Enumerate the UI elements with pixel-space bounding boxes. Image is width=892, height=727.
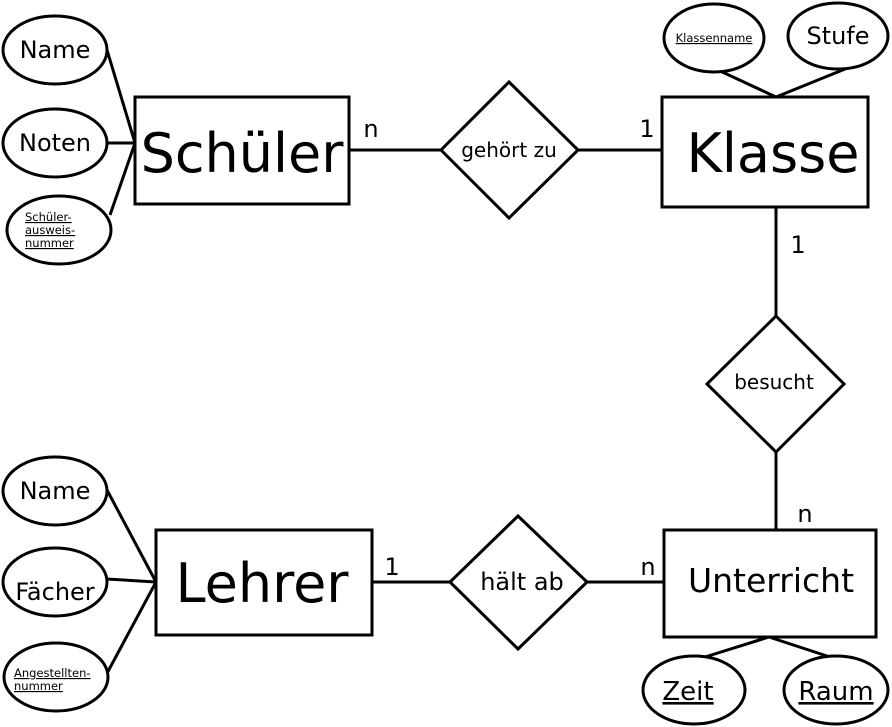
attribute-schueler-name: Name <box>1 14 109 86</box>
cardinality-klasse-gehoert: 1 <box>639 115 654 143</box>
attribute-schueler-noten-label: Noten <box>19 129 91 157</box>
attribute-raum: Raum <box>782 654 890 726</box>
attribute-angestelltennummer: Angestellten- nummer <box>2 641 110 713</box>
entity-schueler: Schüler <box>133 95 351 206</box>
attribute-angestelltennummer-line2: nummer <box>14 679 63 693</box>
attribute-schueler-ausweisnummer-line2: ausweis- <box>25 223 75 237</box>
cardinality-schueler-gehoert: n <box>363 115 378 143</box>
connector-unterricht-raum <box>768 635 831 659</box>
attribute-faecher: Fächer <box>1 546 109 618</box>
attribute-lehrer-name-label: Name <box>20 477 91 505</box>
attribute-schueler-name-label: Name <box>20 36 91 64</box>
connectors <box>103 49 851 678</box>
attribute-schueler-ausweisnummer-line1: Schüler- <box>25 210 72 224</box>
entity-lehrer: Lehrer <box>154 528 374 637</box>
connector-klasse-stufe <box>775 65 851 99</box>
attribute-angestelltennummer-line1: Angestellten- <box>14 666 91 680</box>
entity-lehrer-label: Lehrer <box>175 552 349 615</box>
connector-lehrer-faecher <box>106 577 157 584</box>
connector-klasse-klassenname <box>717 68 777 99</box>
relationship-gehoert-zu-label: gehört zu <box>461 138 557 162</box>
cardinality-lehrer-haelt: 1 <box>384 553 399 581</box>
attribute-klassenname-label: Klassenname <box>676 31 753 45</box>
entity-klasse: Klasse <box>660 95 870 209</box>
relationship-besucht-label: besucht <box>734 370 814 394</box>
attribute-stufe-label: Stufe <box>806 22 869 50</box>
attribute-lehrer-name: Name <box>1 455 109 527</box>
attribute-zeit-label: Zeit <box>662 677 713 707</box>
relationship-haelt-ab-label: hält ab <box>480 568 564 596</box>
entity-schueler-label: Schüler <box>141 122 345 185</box>
cardinality-unterricht-besucht: n <box>797 500 812 528</box>
entity-unterricht: Unterricht <box>662 528 878 639</box>
attribute-raum-label: Raum <box>798 677 873 707</box>
connector-schueler-name <box>105 49 137 144</box>
attribute-stufe: Stufe <box>786 1 890 71</box>
cardinality-unterricht-haelt: n <box>640 553 655 581</box>
relationship-gehoert-zu: gehört zu <box>438 79 581 221</box>
attribute-schueler-ausweisnummer: Schüler- ausweis- nummer <box>5 194 113 266</box>
attribute-faecher-label: Fächer <box>15 578 94 606</box>
attribute-schueler-noten: Noten <box>1 107 109 179</box>
connector-lehrer-angestelltennummer <box>103 581 158 678</box>
connector-schueler-ausweisnummer <box>108 142 137 216</box>
connector-lehrer-name <box>105 489 158 583</box>
entity-klasse-label: Klasse <box>687 122 860 185</box>
attribute-schueler-ausweisnummer-line3: nummer <box>25 236 74 250</box>
relationship-besucht: besucht <box>704 313 847 455</box>
entity-unterricht-label: Unterricht <box>688 561 854 600</box>
attribute-zeit: Zeit <box>641 654 747 726</box>
connector-unterricht-zeit <box>704 635 770 659</box>
attribute-klassenname: Klassenname <box>662 2 766 74</box>
cardinality-klasse-besucht: 1 <box>790 231 805 259</box>
relationship-haelt-ab: hält ab <box>447 513 590 652</box>
